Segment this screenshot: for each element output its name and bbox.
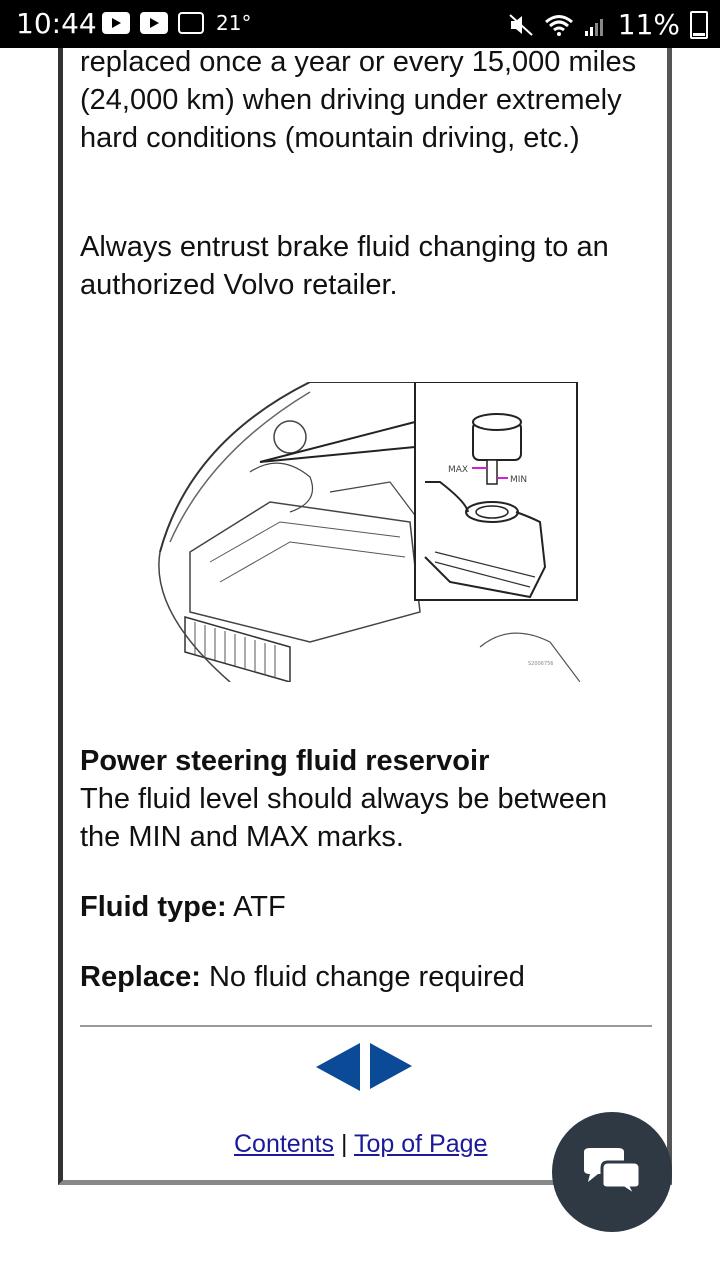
replace-label: Replace: — [80, 961, 201, 993]
signal-icon — [584, 18, 603, 36]
youtube-icon — [102, 12, 130, 34]
min-mark-label: MIN — [510, 475, 527, 485]
max-mark-label: MAX — [448, 465, 468, 475]
mute-icon — [509, 13, 533, 36]
status-time: 10:44 — [16, 7, 97, 40]
next-page-arrow-icon[interactable] — [370, 1043, 412, 1089]
svg-text:S2006756: S2006756 — [528, 661, 553, 667]
top-of-page-link[interactable]: Top of Page — [354, 1130, 488, 1158]
chat-bubbles-icon — [584, 1148, 642, 1198]
status-bar: 10:44 21° 11% — [0, 0, 720, 48]
previous-page-arrow-icon[interactable] — [316, 1043, 360, 1091]
page-navigation — [316, 1043, 412, 1091]
divider — [80, 1025, 652, 1027]
section-description: The fluid level should always be between… — [80, 783, 608, 853]
fluid-type-line: Fluid type: ATF — [80, 888, 286, 926]
wifi-icon — [544, 14, 573, 36]
youtube-icon — [140, 12, 168, 34]
retailer-paragraph: Always entrust brake fluid changing to a… — [80, 231, 609, 301]
power-steering-reservoir-illustration: MAX MIN S2006756 — [158, 382, 580, 682]
section-title: Power steering fluid reservoir — [80, 745, 490, 777]
battery-icon — [690, 10, 708, 39]
notification-icons — [102, 12, 204, 34]
status-temperature: 21° — [216, 11, 252, 35]
chat-button[interactable] — [552, 1112, 672, 1232]
replace-line: Replace: No fluid change required — [80, 958, 525, 996]
page-frame — [58, 48, 672, 1185]
maintenance-paragraph: replaced once a year or every 15,000 mil… — [80, 46, 637, 154]
battery-percent: 11% — [617, 8, 680, 41]
fluid-type-value: ATF — [226, 891, 286, 923]
gallery-icon — [178, 12, 204, 34]
fluid-type-label: Fluid type: — [80, 891, 227, 923]
status-right: 11% — [508, 8, 708, 41]
contents-link[interactable]: Contents — [234, 1130, 335, 1158]
link-separator: | — [334, 1130, 354, 1158]
replace-value: No fluid change required — [200, 961, 525, 993]
footer-links: Contents | Top of Page — [234, 1130, 487, 1159]
